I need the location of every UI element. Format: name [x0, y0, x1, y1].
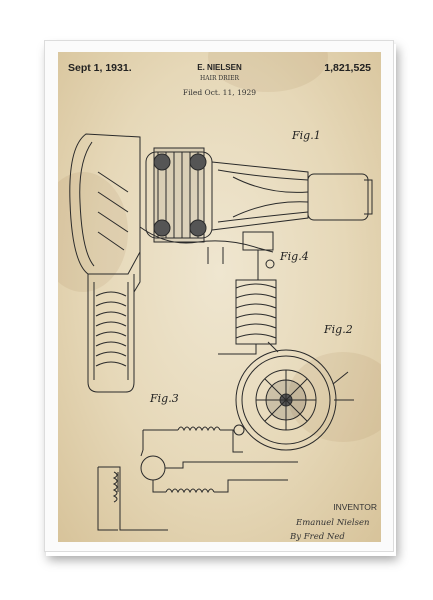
patent-title: HAIR DRIER	[200, 75, 239, 82]
paper-stain	[288, 352, 381, 442]
patent-number: 1,821,525	[324, 62, 371, 74]
fan-cross-section-illustration	[235, 341, 354, 451]
inventor-label: INVENTOR	[333, 502, 377, 512]
figure-4-label: Fig.4	[280, 250, 309, 263]
patent-print: Sept 1, 1931. E. NIELSEN HAIR DRIER File…	[58, 52, 381, 542]
attorney-signature: By Fred Ned	[290, 532, 345, 542]
filed-date: Filed Oct. 11, 1929	[182, 88, 257, 97]
figure-1-label: Fig.1	[292, 129, 321, 142]
figure-3-label: Fig.3	[150, 392, 179, 405]
heating-coil-illustration	[218, 231, 277, 355]
patent-drawing	[69, 133, 373, 531]
hair-dryer-illustration	[69, 133, 373, 393]
inventor-signature: Emanuel Nielsen	[296, 518, 370, 528]
inventor-name: E. NIELSEN	[197, 63, 242, 72]
wiring-circuit-illustration	[97, 424, 298, 531]
figure-2-label: Fig.2	[324, 323, 353, 336]
patent-date: Sept 1, 1931.	[68, 62, 132, 74]
